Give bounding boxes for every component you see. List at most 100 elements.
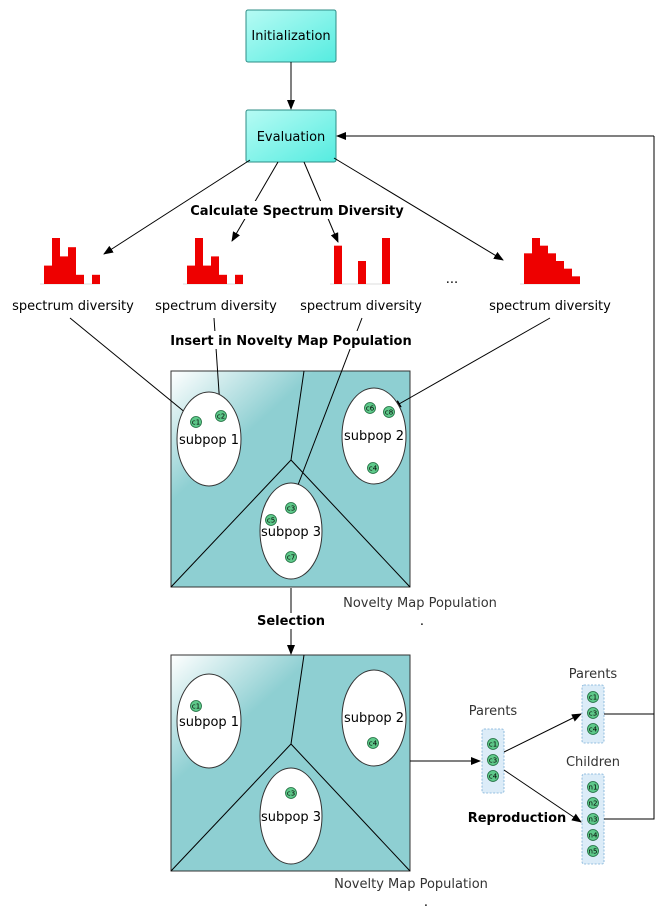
- initialization-label: Initialization: [251, 29, 330, 44]
- selection-label: Selection: [257, 614, 325, 629]
- initialization-node: Initialization: [245, 9, 337, 63]
- map2-subpop-3: subpop 3: [259, 767, 323, 865]
- svg-text:n1: n1: [589, 784, 598, 792]
- map2-subpop-1-label: subpop 1: [179, 715, 239, 730]
- map2-member-c1: c1: [190, 700, 202, 712]
- parent-left-c3: c3: [487, 754, 499, 766]
- arrow-insert-1: [69, 317, 193, 419]
- map2-member-c4: c4: [367, 737, 379, 749]
- svg-text:c4: c4: [369, 740, 378, 748]
- map2-subpop-1: subpop 1: [176, 673, 242, 769]
- map1-member-c5: c5: [265, 514, 277, 526]
- parent-left-c4: c4: [487, 770, 499, 782]
- svg-text:c3: c3: [287, 790, 295, 798]
- spectrum-diversity-label-2: spectrum diversity: [155, 299, 277, 314]
- histogram-bar: [219, 274, 227, 284]
- children-label: Children: [566, 755, 620, 770]
- svg-text:n2: n2: [589, 800, 598, 808]
- histogram-bar: [187, 265, 195, 284]
- parent-right-c1: c1: [587, 691, 599, 703]
- map1-subpop-3-label: subpop 3: [261, 525, 321, 540]
- map1-member-c4: c4: [367, 462, 379, 474]
- svg-text:c6: c6: [366, 405, 375, 413]
- stray-dot-1: .: [420, 614, 424, 629]
- svg-text:n4: n4: [589, 832, 598, 840]
- svg-text:c1: c1: [192, 419, 200, 427]
- novelty-map-population-label-1: Novelty Map Population: [343, 596, 497, 611]
- arrow-insert-4: [391, 317, 551, 409]
- child-n1: n1: [587, 781, 599, 793]
- arrow-eval-to-hist-4: [333, 157, 504, 261]
- map1-subpop-1: subpop 1: [176, 391, 242, 487]
- parents-box-right: c1 c3 c4: [581, 684, 605, 744]
- svg-text:n3: n3: [589, 816, 598, 824]
- svg-text:c1: c1: [589, 694, 597, 702]
- map1-subpop-1-label: subpop 1: [179, 433, 239, 448]
- parent-right-c3: c3: [587, 707, 599, 719]
- histogram-bar: [203, 265, 211, 284]
- map1-member-c6: c6: [364, 402, 376, 414]
- histogram-3: [330, 238, 390, 285]
- svg-text:c7: c7: [287, 554, 295, 562]
- map2-subpop-2-label: subpop 2: [344, 711, 404, 726]
- histogram-bar: [76, 274, 84, 284]
- histogram-bar: [334, 245, 342, 284]
- histogram-bar: [44, 265, 52, 284]
- novelty-map-population-label-2: Novelty Map Population: [334, 877, 488, 892]
- child-n2: n2: [587, 797, 599, 809]
- histogram-bar: [532, 238, 540, 284]
- histogram-bar: [195, 238, 203, 284]
- parent-left-c1: c1: [487, 738, 499, 750]
- stray-dot-2: .: [424, 895, 428, 910]
- parent-right-c4: c4: [587, 723, 599, 735]
- evaluation-node: Evaluation: [245, 109, 337, 163]
- parents-label-left: Parents: [469, 704, 518, 719]
- histogram-bar: [540, 245, 548, 284]
- svg-text:c4: c4: [489, 773, 498, 781]
- feedback-loop-parents: [604, 136, 655, 715]
- histogram-1: [40, 238, 100, 285]
- histogram-bar: [235, 274, 243, 284]
- map1-subpop-2-label: subpop 2: [344, 429, 404, 444]
- svg-text:c2: c2: [217, 413, 225, 421]
- histogram-bar: [211, 256, 219, 284]
- svg-text:n5: n5: [589, 848, 598, 856]
- map1-member-c2: c2: [215, 410, 227, 422]
- spectrum-diversity-label-4: spectrum diversity: [489, 299, 611, 314]
- map1-subpop-3: subpop 3: [259, 482, 323, 580]
- child-n5: n5: [587, 845, 599, 857]
- child-n3: n3: [587, 813, 599, 825]
- arrow-to-children: [503, 769, 582, 823]
- arrow-to-parents-right: [503, 713, 582, 753]
- histogram-bar: [92, 274, 100, 284]
- svg-text:c1: c1: [192, 703, 200, 711]
- svg-text:c4: c4: [369, 465, 378, 473]
- reproduction-label: Reproduction: [468, 811, 567, 826]
- histogram-bar: [572, 276, 580, 284]
- histogram-bar: [382, 238, 390, 284]
- histogram-4: [520, 238, 580, 285]
- map2-member-c3: c3: [285, 787, 297, 799]
- children-box: n1 n2 n3 n4 n5: [581, 773, 605, 865]
- arrow-eval-to-hist-1: [103, 159, 251, 255]
- child-n4: n4: [587, 829, 599, 841]
- parents-box-left: c1 c3 c4: [481, 728, 505, 794]
- calculate-spectrum-diversity-label: Calculate Spectrum Diversity: [190, 204, 404, 219]
- parents-label-right: Parents: [569, 667, 618, 682]
- spectrum-diversity-label-3: spectrum diversity: [300, 299, 422, 314]
- svg-text:c8: c8: [385, 409, 393, 417]
- svg-text:c3: c3: [287, 505, 295, 513]
- histogram-bar: [524, 253, 532, 284]
- map2-subpop-3-label: subpop 3: [261, 810, 321, 825]
- evaluation-label: Evaluation: [257, 130, 326, 145]
- histogram-bar: [556, 261, 564, 284]
- ellipsis: ...: [446, 272, 458, 287]
- map1-member-c3: c3: [285, 502, 297, 514]
- feedback-loop-children: [604, 714, 655, 820]
- map1-member-c7: c7: [285, 551, 297, 563]
- histogram-bar: [60, 256, 68, 284]
- map1-member-c8: c8: [383, 406, 395, 418]
- svg-text:c4: c4: [589, 726, 598, 734]
- svg-text:c1: c1: [489, 741, 497, 749]
